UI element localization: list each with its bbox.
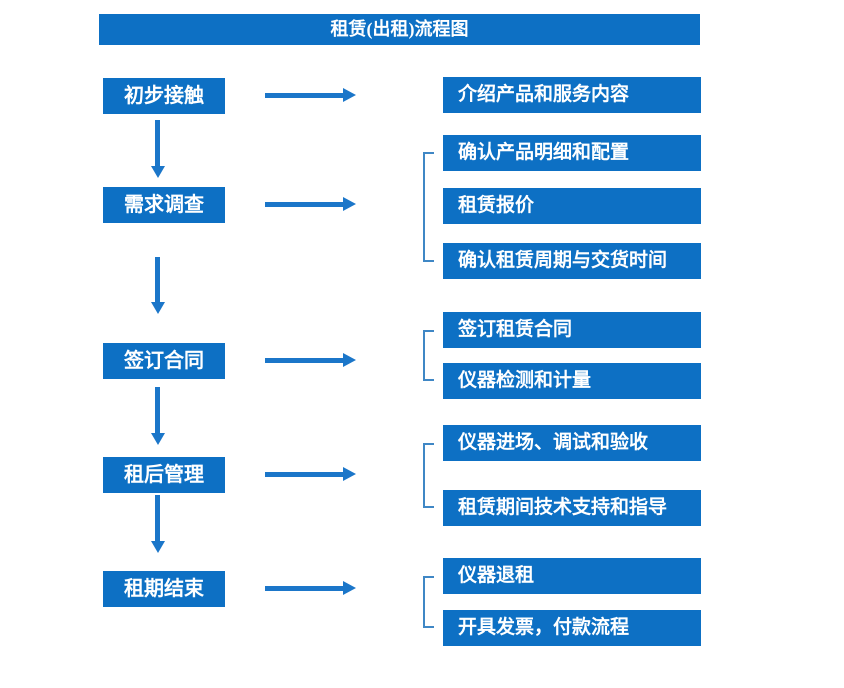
detail-box-rental-quote: 租赁报价 — [443, 188, 701, 224]
detail-box-invoice-payment: 开具发票，付款流程 — [443, 610, 701, 646]
bracket-demand-survey-group — [423, 152, 434, 262]
down-arrow-icon-3 — [150, 387, 165, 445]
step-box-demand-survey: 需求调查 — [103, 187, 225, 223]
detail-box-intro-products: 介绍产品和服务内容 — [443, 77, 701, 113]
down-arrow-icon-2 — [150, 257, 165, 314]
down-arrow-icon-4 — [150, 495, 165, 553]
step-box-initial-contact: 初步接触 — [103, 78, 225, 114]
step-box-post-rental: 租后管理 — [103, 457, 225, 493]
bracket-post-rental-group — [423, 443, 434, 508]
detail-box-tech-support: 租赁期间技术支持和指导 — [443, 490, 701, 526]
right-arrow-icon-5 — [265, 581, 356, 595]
detail-box-instrument-testing: 仪器检测和计量 — [443, 363, 701, 399]
detail-box-confirm-details: 确认产品明细和配置 — [443, 135, 701, 171]
page-title: 租赁(出租)流程图 — [330, 19, 469, 39]
title-bar: 租赁(出租)流程图 — [99, 14, 700, 45]
detail-box-sign-rental-contract: 签订租赁合同 — [443, 312, 701, 348]
detail-box-instrument-return: 仪器退租 — [443, 558, 701, 594]
right-arrow-icon-4 — [265, 467, 356, 481]
step-box-rental-end: 租期结束 — [103, 571, 225, 607]
detail-box-confirm-period: 确认租赁周期与交货时间 — [443, 243, 701, 279]
step-box-sign-contract: 签订合同 — [103, 343, 225, 379]
right-arrow-icon-1 — [265, 88, 356, 102]
right-arrow-icon-3 — [265, 353, 356, 367]
detail-box-instrument-arrival: 仪器进场、调试和验收 — [443, 425, 701, 461]
bracket-sign-contract-group — [423, 330, 434, 381]
down-arrow-icon-1 — [150, 120, 165, 178]
bracket-rental-end-group — [423, 576, 434, 628]
right-arrow-icon-2 — [265, 197, 356, 211]
